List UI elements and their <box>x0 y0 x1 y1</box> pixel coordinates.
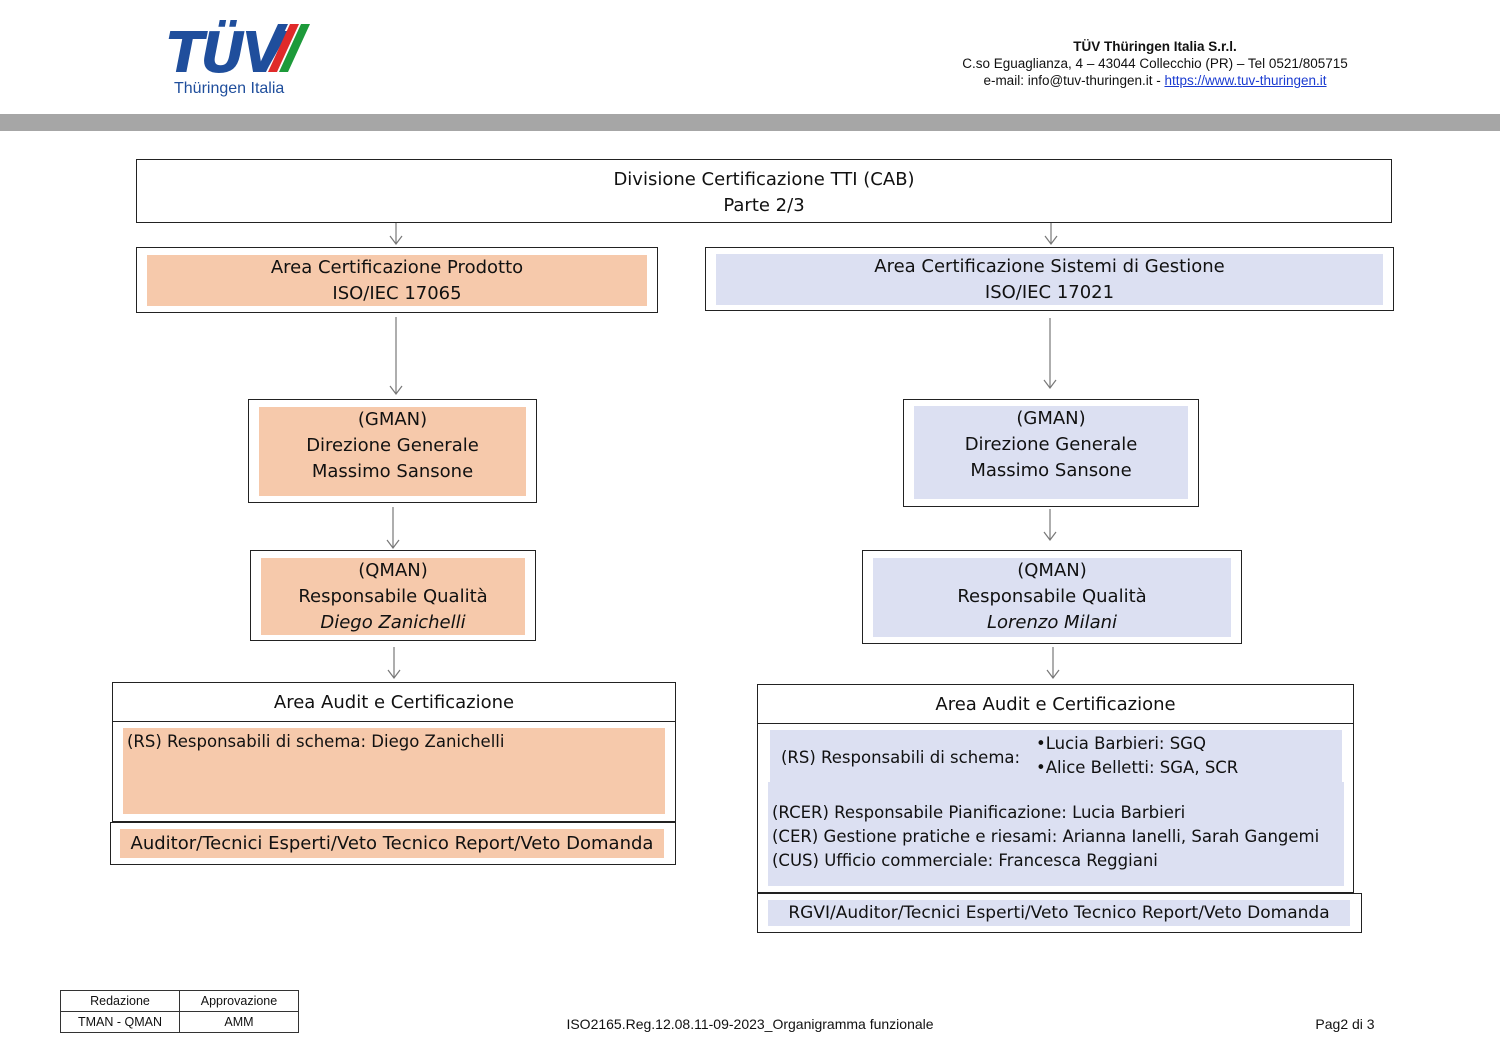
left-qman-name: Diego Zanichelli <box>320 612 466 633</box>
rs-list-item: •Lucia Barbieri: SGQ <box>1036 734 1206 753</box>
left-qman-box: (QMAN) Responsabile Qualità Diego Zanich… <box>250 550 536 641</box>
left-rs-text: (RS) Responsabili di schema: Diego Zanic… <box>127 732 505 751</box>
right-gman-name: Massimo Sansone <box>970 460 1132 481</box>
right-audit-header: Area Audit e Certificazione <box>757 684 1354 724</box>
left-gman-code: (GMAN) <box>357 409 428 430</box>
left-auditors-fill: Auditor/Tecnici Esperti/Veto Tecnico Rep… <box>120 829 664 858</box>
left-audit-title: Area Audit e Certificazione <box>273 692 515 713</box>
systems-area-standard: ISO/IEC 17021 <box>984 282 1115 303</box>
cus-text: (CUS) Ufficio commerciale: Francesca Reg… <box>772 851 1158 870</box>
left-gman-role: Direzione Generale <box>306 435 479 456</box>
right-audit-body: (RS) Responsabili di schema: •Lucia Barb… <box>757 723 1354 893</box>
approvazione-label: Approvazione <box>179 990 299 1012</box>
right-audit-title: Area Audit e Certificazione <box>935 694 1176 715</box>
left-qman-fill: (QMAN) Responsabile Qualità Diego Zanich… <box>261 558 525 635</box>
arrow-left-gman-qman <box>386 507 400 549</box>
cer-text: (CER) Gestione pratiche e riesami: Arian… <box>772 827 1320 846</box>
left-qman-role: Responsabile Qualità <box>298 586 488 607</box>
page-number: Pag2 di 3 <box>1315 1016 1375 1032</box>
right-rs-list: •Lucia Barbieri: SGQ •Alice Belletti: SG… <box>1036 732 1238 780</box>
left-audit-header: Area Audit e Certificazione <box>112 682 676 722</box>
approvazione-value: AMM <box>179 1011 299 1033</box>
product-area-standard: ISO/IEC 17065 <box>332 283 462 304</box>
right-qman-name: Lorenzo Milani <box>986 612 1118 633</box>
document-code: ISO2165.Reg.12.08.11-09-2023_Organigramm… <box>566 1016 934 1032</box>
systems-area-box: Area Certificazione Sistemi di Gestione … <box>705 247 1394 311</box>
left-gman-box: (GMAN) Direzione Generale Massimo Sanson… <box>248 399 537 503</box>
product-area-box: Area Certificazione Prodotto ISO/IEC 170… <box>136 247 658 313</box>
header-divider-bar <box>0 114 1500 131</box>
right-auditors-text: RGVI/Auditor/Tecnici Esperti/Veto Tecnic… <box>788 903 1330 923</box>
rs-item-sga: Alice Belletti: SGA, SCR <box>1045 758 1239 777</box>
right-rs-fill: (RS) Responsabili di schema: •Lucia Barb… <box>770 730 1342 786</box>
right-auditors-fill: RGVI/Auditor/Tecnici Esperti/Veto Tecnic… <box>768 900 1350 926</box>
division-box: Divisione Certificazione TTI (CAB) Parte… <box>136 159 1392 223</box>
right-gman-box: (GMAN) Direzione Generale Massimo Sanson… <box>903 399 1199 507</box>
rs-item-sgq: Lucia Barbieri: SGQ <box>1045 734 1206 753</box>
arrow-top-right <box>1044 223 1058 245</box>
company-name: TÜV Thüringen Italia S.r.l. <box>1073 39 1237 54</box>
right-rs-label: (RS) Responsabili di schema: <box>781 748 1021 767</box>
left-audit-body: (RS) Responsabili di schema: Diego Zanic… <box>112 721 676 822</box>
right-gman-role: Direzione Generale <box>964 434 1138 455</box>
rs-list-item: •Alice Belletti: SGA, SCR <box>1036 758 1239 777</box>
right-gman-fill: (GMAN) Direzione Generale Massimo Sanson… <box>914 406 1188 499</box>
company-info: TÜV Thüringen Italia S.r.l. C.so Eguagli… <box>900 38 1410 89</box>
website-link[interactable]: https://www.tuv-thuringen.it <box>1164 73 1327 88</box>
right-qman-fill: (QMAN) Responsabile Qualità Lorenzo Mila… <box>873 558 1231 637</box>
arrow-left-qman-audit <box>387 647 401 679</box>
redazione-value: TMAN - QMAN <box>60 1011 180 1033</box>
arrow-right-qman-audit <box>1046 647 1060 679</box>
division-title: Divisione Certificazione TTI (CAB) <box>613 169 915 190</box>
logo-subtitle: Thüringen Italia <box>174 80 285 97</box>
right-auditors-box: RGVI/Auditor/Tecnici Esperti/Veto Tecnic… <box>757 893 1362 933</box>
arrow-left-area-gman <box>389 317 403 395</box>
product-area-fill: Area Certificazione Prodotto ISO/IEC 170… <box>147 255 647 306</box>
company-contact: e-mail: info@tuv-thuringen.it - https://… <box>900 72 1410 89</box>
right-roles-fill: (RCER) Responsabile Pianificazione: Luci… <box>768 782 1344 886</box>
division-part: Parte 2/3 <box>723 195 805 216</box>
email-text: e-mail: info@tuv-thuringen.it - <box>983 73 1165 88</box>
arrow-right-area-gman <box>1043 318 1057 389</box>
arrow-right-gman-qman <box>1043 509 1057 541</box>
redazione-label: Redazione <box>60 990 180 1012</box>
left-qman-code: (QMAN) <box>358 560 428 581</box>
systems-area-title: Area Certificazione Sistemi di Gestione <box>874 256 1225 277</box>
left-auditors-text: Auditor/Tecnici Esperti/Veto Tecnico Rep… <box>130 833 654 854</box>
right-qman-role: Responsabile Qualità <box>957 586 1147 607</box>
right-gman-code: (GMAN) <box>1016 408 1086 429</box>
left-gman-name: Massimo Sansone <box>311 461 474 482</box>
arrow-top-left <box>389 223 403 245</box>
right-qman-code: (QMAN) <box>1017 560 1087 581</box>
tuv-logo: TÜV <box>166 21 310 80</box>
rcer-text: (RCER) Responsabile Pianificazione: Luci… <box>772 803 1186 822</box>
right-qman-box: (QMAN) Responsabile Qualità Lorenzo Mila… <box>862 550 1242 644</box>
left-auditors-box: Auditor/Tecnici Esperti/Veto Tecnico Rep… <box>110 822 676 865</box>
left-rs-fill: (RS) Responsabili di schema: Diego Zanic… <box>123 728 665 814</box>
product-area-title: Area Certificazione Prodotto <box>270 257 524 278</box>
left-gman-fill: (GMAN) Direzione Generale Massimo Sanson… <box>259 407 526 496</box>
company-address: C.so Eguaglianza, 4 – 43044 Collecchio (… <box>962 56 1348 71</box>
approval-table: Redazione Approvazione TMAN - QMAN AMM <box>60 990 299 1033</box>
systems-area-fill: Area Certificazione Sistemi di Gestione … <box>716 254 1383 305</box>
